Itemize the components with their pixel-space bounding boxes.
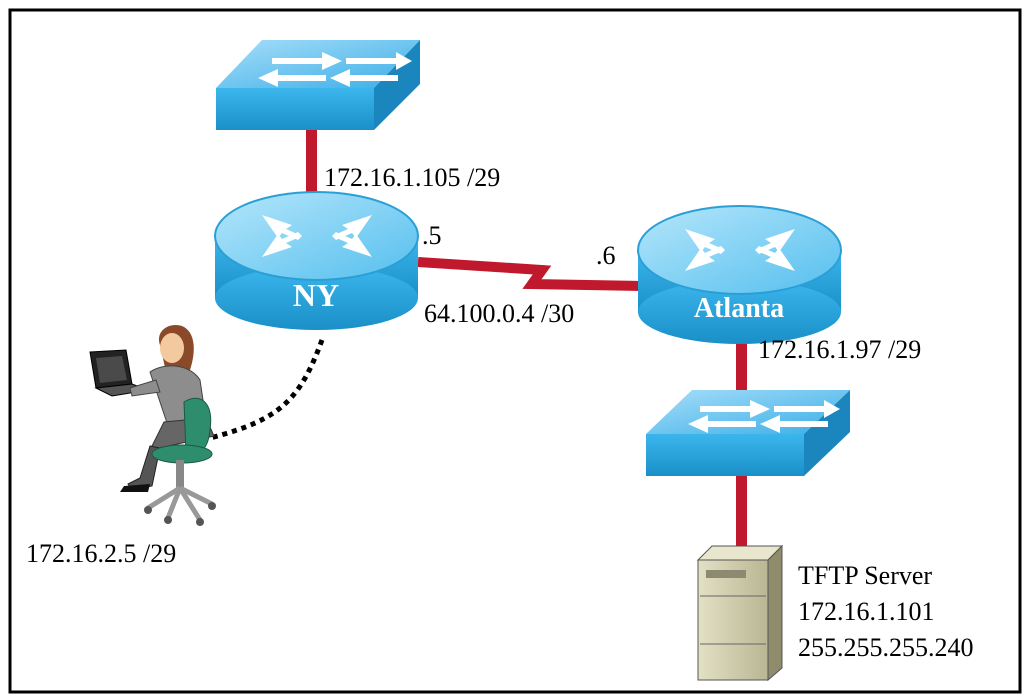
links [209,130,747,548]
atlanta-switch [646,390,850,476]
ny-router-name: NY [293,277,339,313]
server-title: TFTP Server [798,561,932,590]
router-arrows-icon [262,215,372,257]
person-icon [120,324,215,492]
ny-serial-address: .5 [422,221,442,250]
server-mask: 255.255.255.240 [798,633,974,662]
ny-switch [216,40,420,130]
chair-icon [144,397,216,526]
switch-arrows-icon [688,400,840,433]
atlanta-lan-address: 172.16.1.97 /29 [758,335,921,364]
atlanta-router: Atlanta [637,205,842,344]
switch-arrows-icon [258,52,412,87]
atlanta-router-name: Atlanta [694,293,784,324]
pc-address: 172.16.2.5 /29 [26,539,176,568]
console-cable [209,339,325,441]
ny-router: NY [214,191,419,330]
ny-lan-address: 172.16.1.105 /29 [324,163,500,192]
link-switch-server [736,476,747,548]
router-arrows-icon [685,229,795,271]
link-serial-wan [417,257,641,291]
tftp-server [696,544,784,682]
atlanta-serial-address: .6 [596,241,616,270]
server-ip: 172.16.1.101 [798,597,935,626]
link-ny-switch [306,130,317,202]
admin-workstation [89,324,216,526]
wan-network-address: 64.100.0.4 /30 [424,299,574,328]
link-atlanta-switch [736,330,747,404]
